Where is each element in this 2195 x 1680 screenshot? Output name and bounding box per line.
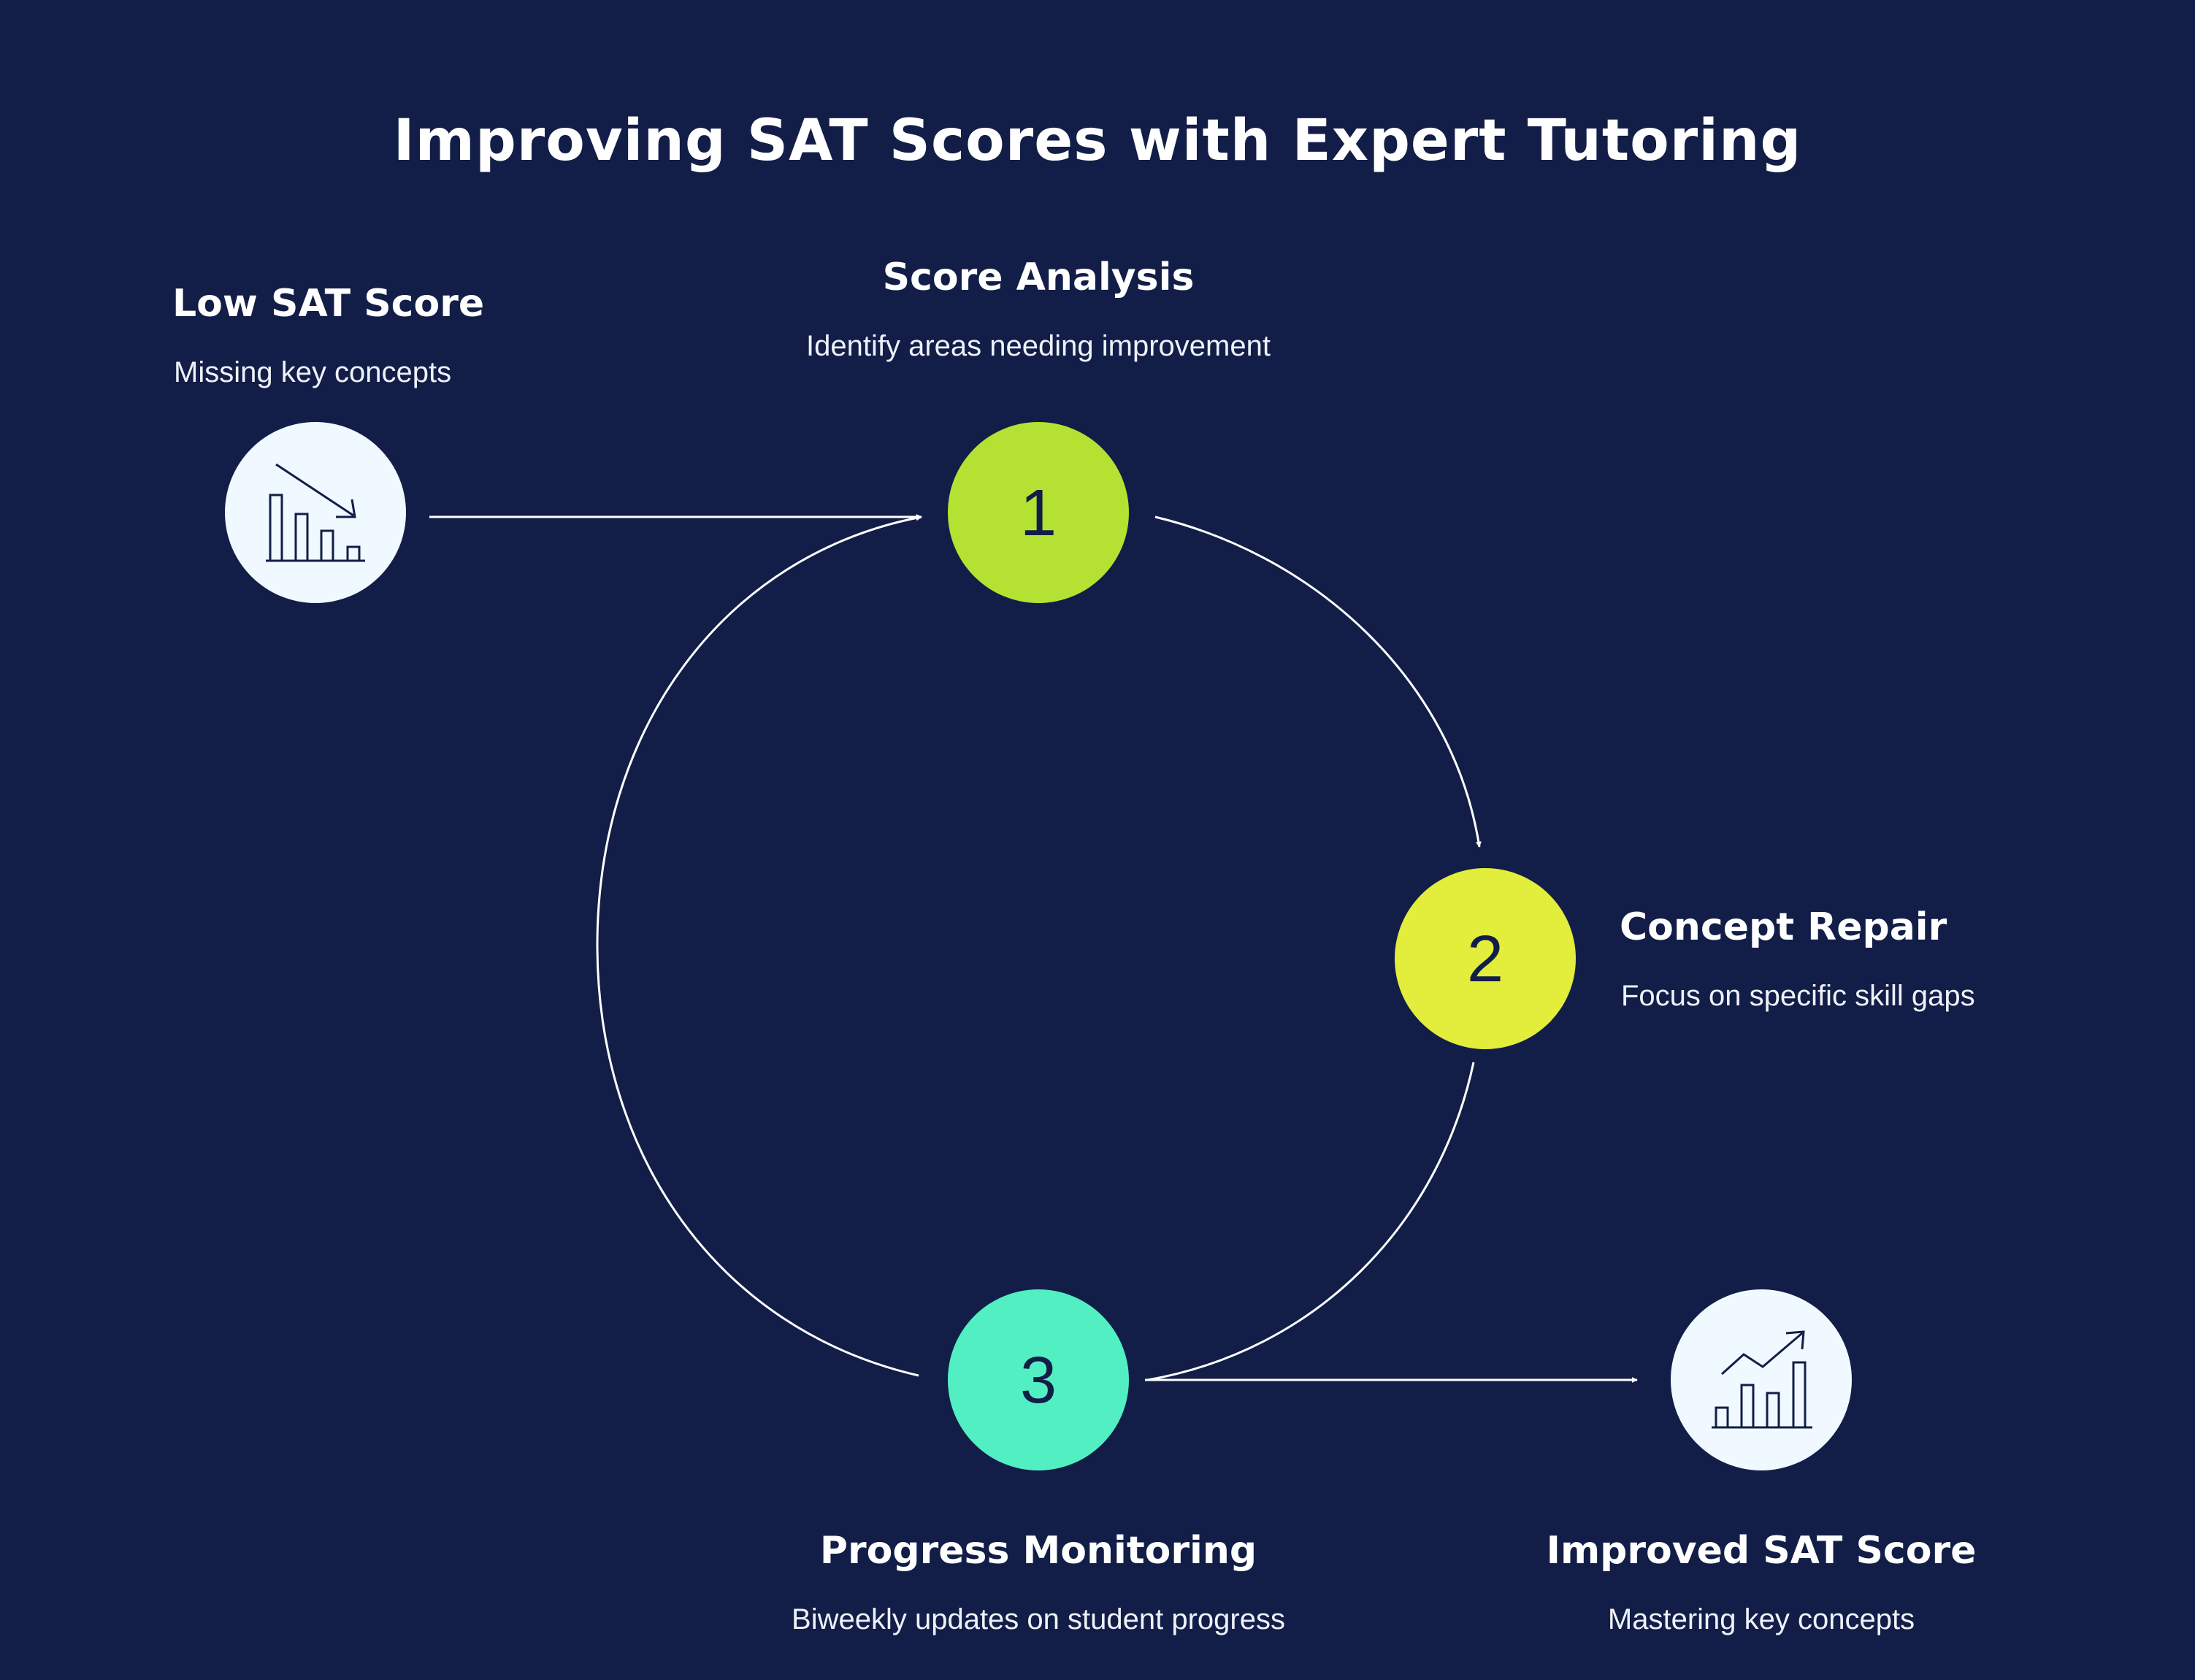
step-1-heading: Score Analysis xyxy=(882,256,1195,299)
step-2-node: 2 xyxy=(1395,868,1576,1049)
start-description: Missing key concepts xyxy=(174,356,452,388)
step-1-node: 1 xyxy=(948,422,1129,603)
declining-bar-chart-icon xyxy=(266,463,365,562)
end-description: Mastering key concepts xyxy=(1607,1603,1915,1635)
step1-to-step2-arrow xyxy=(1154,515,1482,848)
step-3-description: Biweekly updates on student progress xyxy=(792,1603,1285,1635)
step-2-number: 2 xyxy=(1467,923,1503,996)
rising-bar-chart-icon xyxy=(1712,1330,1812,1429)
end-node xyxy=(1671,1289,1852,1470)
step-2-description: Focus on specific skill gaps xyxy=(1621,980,1975,1012)
step3-to-step1-arrow xyxy=(596,515,922,1377)
step-3-number: 3 xyxy=(1020,1344,1057,1417)
diagram-title: Improving SAT Scores with Expert Tutorin… xyxy=(393,108,1802,174)
step-2-heading: Concept Repair xyxy=(1620,905,1947,949)
step-1-number: 1 xyxy=(1020,477,1057,550)
step-3-node: 3 xyxy=(948,1289,1129,1470)
end-heading: Improved SAT Score xyxy=(1546,1529,1977,1573)
step2-to-step3-connector xyxy=(1147,1062,1475,1381)
step-3-heading: Progress Monitoring xyxy=(819,1529,1257,1573)
start-node xyxy=(225,422,406,603)
start-heading: Low SAT Score xyxy=(172,282,485,326)
step-1-description: Identify areas needing improvement xyxy=(806,330,1271,362)
